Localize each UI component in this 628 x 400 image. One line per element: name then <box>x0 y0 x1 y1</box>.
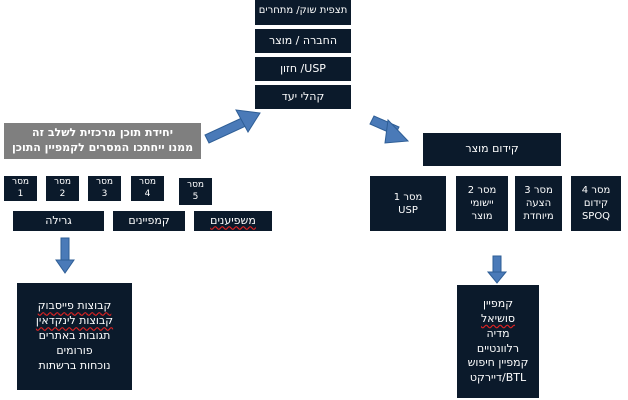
left-channel-guerrilla: גרילה <box>13 211 104 231</box>
stack-item-company: החברה / מוצר <box>255 29 351 53</box>
stack-item-vision: USP/ חזון <box>255 57 351 81</box>
right-message-1: מסר 1 USP <box>370 176 446 231</box>
left-channel-influencers: משפיענים <box>194 211 272 231</box>
stack-item-audience: קהלי יעד <box>255 85 351 109</box>
right-message-2: מסר 2 יישומי מוצר <box>456 176 508 231</box>
left-result-box: קבוצות פייסבוק קבוצות לינקדאין תגובות בא… <box>17 283 132 390</box>
arrow-left-down <box>55 237 75 274</box>
left-channel-campaigns: קמפיינים <box>113 211 185 231</box>
arrow-top-to-left-group <box>204 109 261 144</box>
left-content-unit: יחידת תוכן מרכזית לשלב זה ממנו ייחתכו המ… <box>4 123 201 159</box>
right-message-4: מסר 4 קידום SPOQ <box>571 176 621 231</box>
arrow-top-to-right-group <box>369 115 410 144</box>
right-product-promotion: קידום מוצר <box>423 133 561 166</box>
right-message-3: מסר 3 הצעה מיוחדת <box>515 176 562 231</box>
arrow-right-down <box>486 255 508 284</box>
right-result-box: קמפיין סושיאל מדיה רלוונטיים קמפיין חיפו… <box>457 285 539 398</box>
stack-item-market: תצפית שוק/ מתחרים <box>255 0 351 25</box>
